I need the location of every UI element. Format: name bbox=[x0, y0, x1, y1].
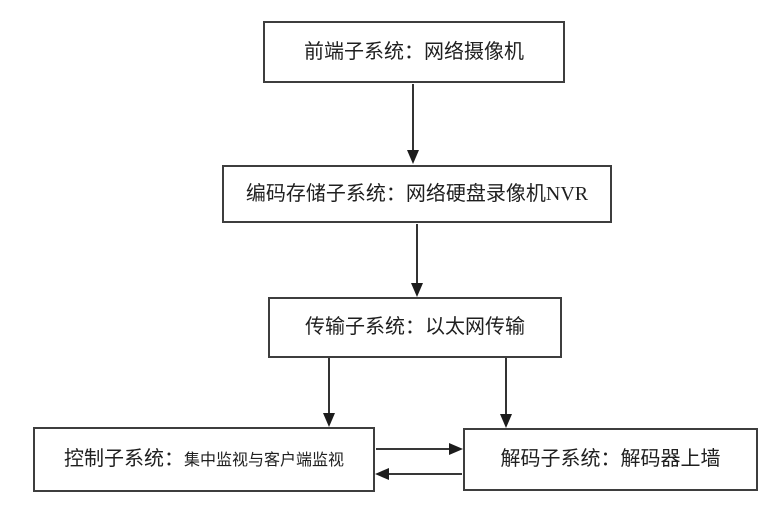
node-transmission: 传输子系统：以太网传输 bbox=[268, 297, 562, 358]
node-control: 控制子系统：集中监视与客户端监视 bbox=[33, 427, 375, 492]
node-encode-storage-label: 编码存储子系统：网络硬盘录像机NVR bbox=[245, 182, 589, 205]
node-frontend: 前端子系统：网络摄像机 bbox=[263, 21, 565, 83]
arrow-transmission-to-decode bbox=[500, 358, 512, 428]
node-transmission-label: 传输子系统：以太网传输 bbox=[305, 316, 525, 338]
arrow-frontend-to-storage bbox=[407, 84, 419, 164]
node-control-label-sub: 集中监视与客户端监视 bbox=[183, 452, 344, 469]
arrow-control-to-decode bbox=[376, 443, 463, 455]
node-encode-storage: 编码存储子系统：网络硬盘录像机NVR bbox=[222, 165, 612, 223]
node-decode: 解码子系统：解码器上墙 bbox=[463, 428, 758, 491]
arrow-transmission-to-control bbox=[323, 358, 335, 427]
node-control-label: 控制子系统：集中监视与客户端监视 bbox=[64, 448, 344, 471]
node-control-label-main: 控制子系统： bbox=[63, 448, 184, 470]
node-frontend-label: 前端子系统：网络摄像机 bbox=[304, 40, 524, 63]
arrow-decode-to-control bbox=[375, 468, 462, 480]
node-decode-label: 解码子系统：解码器上墙 bbox=[500, 448, 721, 470]
arrow-storage-to-transmission bbox=[411, 224, 423, 297]
